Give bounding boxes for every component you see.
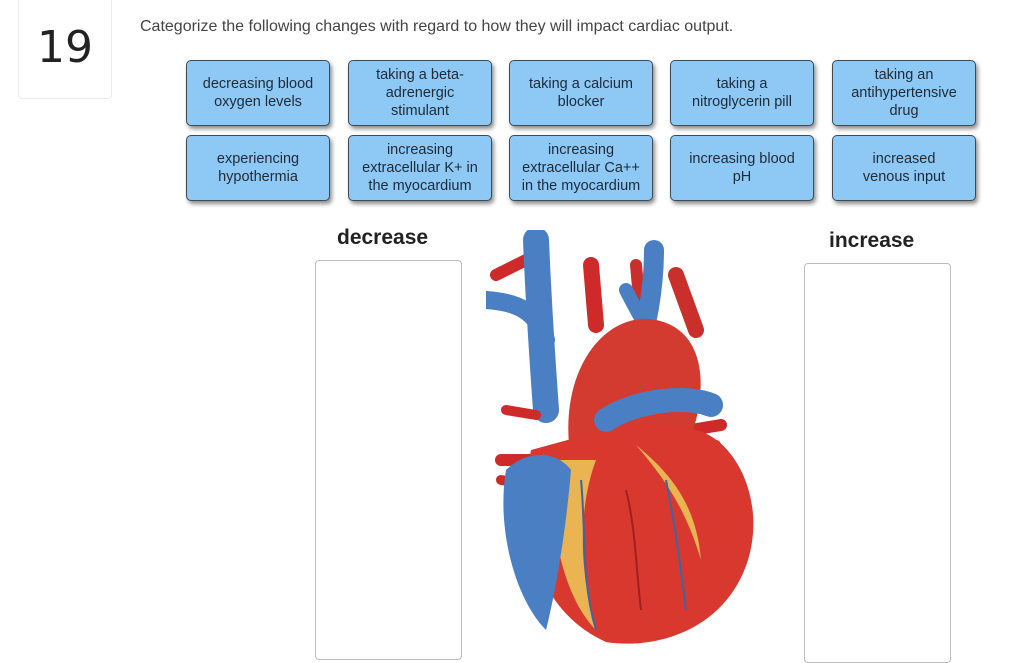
decrease-heading: decrease bbox=[337, 226, 429, 249]
tile-label: increased venous input bbox=[862, 151, 946, 185]
tile-label: increasing extracellular Ca++ in the myo… bbox=[521, 142, 641, 194]
answer-tile[interactable]: experiencing hypothermia bbox=[186, 135, 330, 201]
answer-tile[interactable]: increased venous input bbox=[832, 135, 976, 201]
tile-label: increasing extracellular K+ in the myoca… bbox=[362, 142, 478, 194]
answer-tile[interactable]: decreasing blood oxygen levels bbox=[186, 60, 330, 126]
question-number: 19 bbox=[37, 22, 93, 73]
tile-label: experiencing hypothermia bbox=[216, 151, 300, 185]
decrease-drop-zone[interactable] bbox=[315, 260, 462, 660]
tile-label: decreasing blood oxygen levels bbox=[202, 76, 314, 110]
answer-tile[interactable]: taking an antihypertensive drug bbox=[832, 60, 976, 126]
answer-tile[interactable]: increasing extracellular K+ in the myoca… bbox=[348, 135, 492, 201]
tile-label: taking a nitroglycerin pill bbox=[692, 76, 792, 110]
answer-tile[interactable]: taking a calcium blocker bbox=[509, 60, 653, 126]
answer-tile[interactable]: taking a beta- adrenergic stimulant bbox=[348, 60, 492, 126]
increase-drop-zone[interactable] bbox=[804, 263, 951, 663]
increase-heading: increase bbox=[829, 229, 915, 252]
answer-tile[interactable]: increasing blood pH bbox=[670, 135, 814, 201]
heart-anatomy-illustration bbox=[486, 230, 754, 644]
tile-label: taking a calcium blocker bbox=[529, 76, 633, 110]
question-number-box: 19 bbox=[18, 0, 112, 99]
question-prompt: Categorize the following changes with re… bbox=[140, 18, 734, 35]
tile-label: increasing blood pH bbox=[689, 151, 795, 185]
answer-tile[interactable]: taking a nitroglycerin pill bbox=[670, 60, 814, 126]
tile-label: taking an antihypertensive drug bbox=[851, 67, 957, 119]
tile-label: taking a beta- adrenergic stimulant bbox=[376, 67, 464, 119]
answer-tile[interactable]: increasing extracellular Ca++ in the myo… bbox=[509, 135, 653, 201]
